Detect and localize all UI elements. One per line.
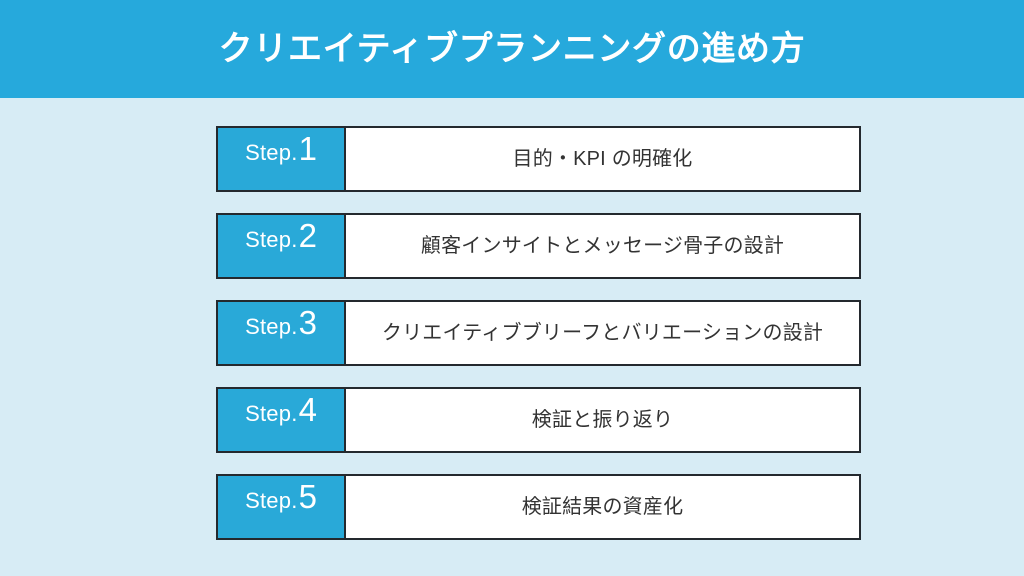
header-band: クリエイティブプランニングの進め方	[0, 0, 1024, 98]
step-badge-number: 5	[298, 478, 317, 515]
step-label-cell: クリエイティブブリーフとバリエーションの設計	[346, 302, 859, 364]
step-label: 検証と振り返り	[531, 409, 674, 431]
step-row[interactable]: Step. 1 目的・KPI の明確化	[216, 126, 861, 192]
step-badge-number: 2	[298, 217, 317, 254]
step-row[interactable]: Step. 4 検証と振り返り	[216, 387, 861, 453]
step-label-cell: 検証と振り返り	[346, 389, 859, 451]
step-row[interactable]: Step. 3 クリエイティブブリーフとバリエーションの設計	[216, 300, 861, 366]
step-row[interactable]: Step. 2 顧客インサイトとメッセージ骨子の設計	[216, 213, 861, 279]
step-row[interactable]: Step. 5 検証結果の資産化	[216, 474, 861, 540]
step-label-cell: 顧客インサイトとメッセージ骨子の設計	[346, 215, 859, 277]
step-badge-word: Step.	[245, 140, 298, 165]
step-badge: Step. 5	[218, 476, 346, 538]
step-badge-number: 1	[298, 130, 317, 167]
step-label: 検証結果の資産化	[521, 496, 684, 518]
steps-list: Step. 1 目的・KPI の明確化 Step. 2 顧客インサイトとメッセー…	[216, 126, 861, 540]
step-label-cell: 目的・KPI の明確化	[346, 128, 859, 190]
step-label: 目的・KPI の明確化	[512, 148, 693, 170]
step-label: クリエイティブブリーフとバリエーションの設計	[381, 322, 824, 344]
step-label: 顧客インサイトとメッセージ骨子の設計	[420, 235, 785, 257]
page-title: クリエイティブプランニングの進め方	[218, 30, 806, 68]
step-badge-number: 3	[298, 304, 317, 341]
step-badge-word: Step.	[245, 314, 298, 339]
step-badge: Step. 2	[218, 215, 346, 277]
step-badge: Step. 3	[218, 302, 346, 364]
step-badge-word: Step.	[245, 227, 298, 252]
step-badge-word: Step.	[245, 401, 298, 426]
step-badge: Step. 1	[218, 128, 346, 190]
step-label-cell: 検証結果の資産化	[346, 476, 859, 538]
step-badge-word: Step.	[245, 488, 298, 513]
step-badge-number: 4	[298, 391, 317, 428]
step-badge: Step. 4	[218, 389, 346, 451]
